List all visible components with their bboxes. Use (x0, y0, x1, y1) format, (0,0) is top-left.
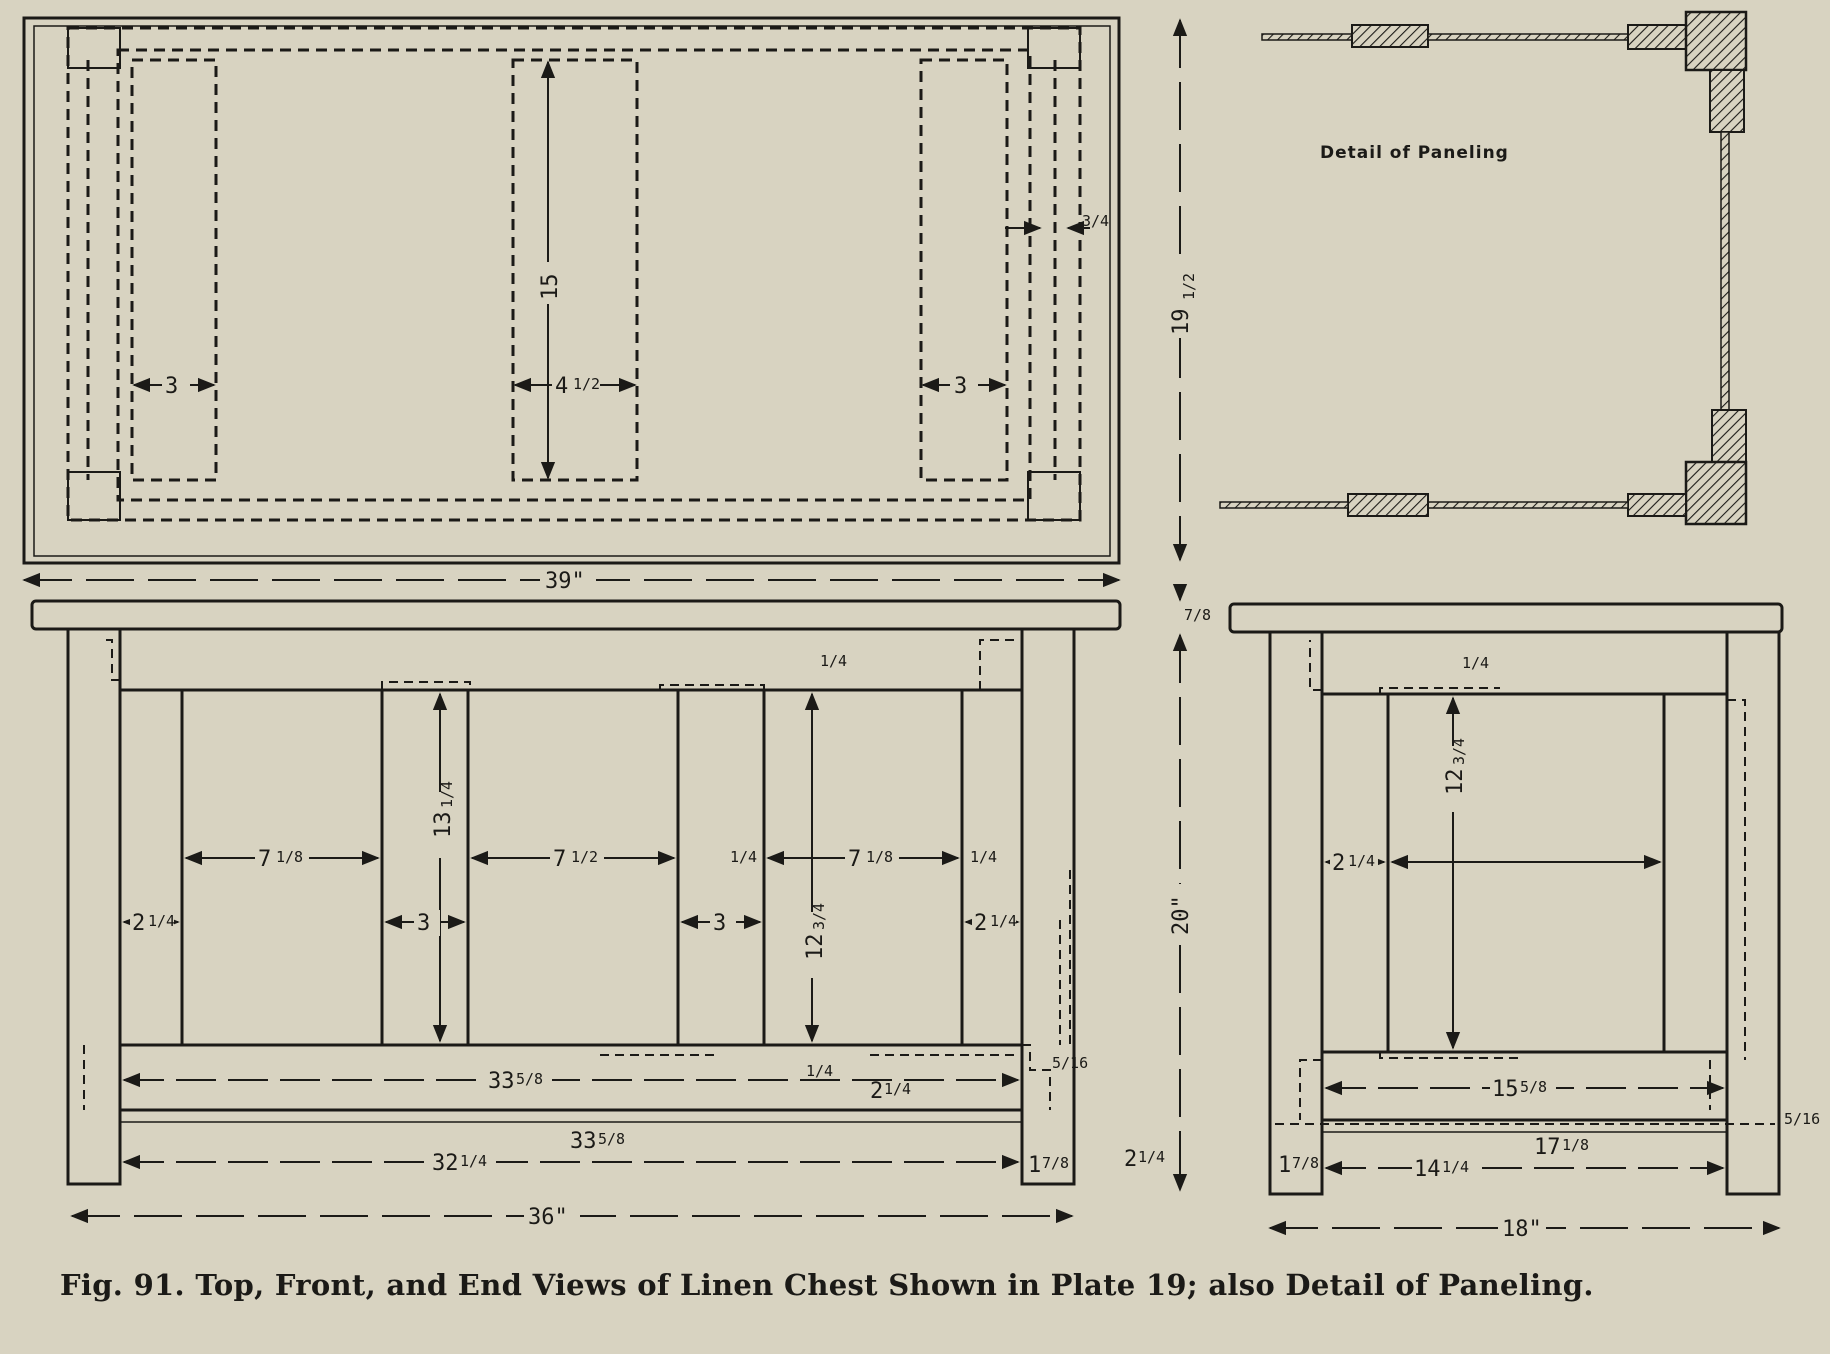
front-left-leg (66, 627, 122, 1186)
leg-spacing: 32 (432, 1151, 459, 1176)
end-rail-length-frac: 5/8 (1520, 1078, 1547, 1096)
rail-depth: 2 (870, 1079, 883, 1104)
end-top-gap: 1/4 (1462, 654, 1489, 672)
end-bottom-rail: 17 (1534, 1135, 1561, 1160)
front-view-labels: 7 1/8 7 1/2 7 1/8 3 3 2 1/4 2 1/4 1/4 1/… (130, 606, 1211, 1230)
front-right-leg (1020, 627, 1076, 1186)
rail-length: 33 (488, 1069, 515, 1094)
end-leg-reveal: 2 (1332, 851, 1345, 876)
leg-reveal-left-frac: 1/4 (148, 912, 175, 930)
top-view-outline (22, 16, 1121, 565)
end-panel-height: 12 (1443, 769, 1468, 796)
depth-frac: 1/2 (1180, 273, 1198, 300)
end-hidden-lines (1275, 640, 1775, 1125)
end-bottom-thickness: 5/16 (1784, 1110, 1820, 1128)
end-view-labels: 1/4 12 3/4 2 1/4 15 5/8 17 1/8 14 1/4 1 … (1278, 654, 1820, 1242)
end-leg-reveal-frac: 1/4 (1348, 852, 1375, 870)
center-stile-frac: 1/2 (573, 375, 600, 393)
inner-panel-height: 12 (803, 934, 828, 961)
inner-panel-height-frac: 3/4 (810, 903, 828, 930)
end-leg-width: 1 (1278, 1153, 1291, 1178)
leg-width: 1 (1028, 1153, 1041, 1178)
top-view-hidden-carcass (66, 26, 1082, 522)
figure-caption: Fig. 91. Top, Front, and End Views of Li… (60, 1268, 1594, 1302)
corner-joints (67, 27, 1081, 521)
top-view-inner-edge (33, 25, 1111, 557)
front-stiles (180, 690, 964, 1045)
end-bottom-rail-frac: 1/8 (1562, 1136, 1589, 1154)
front-hidden-lines (83, 639, 1071, 1110)
end-view (1228, 602, 1784, 1236)
end-leg-width-frac: 7/8 (1292, 1154, 1319, 1172)
rail-depth-frac: 1/4 (884, 1080, 911, 1098)
depth-label: 19 (1169, 309, 1194, 336)
front-view (30, 583, 1188, 1224)
end-leg-spacing-frac: 1/4 (1442, 1158, 1469, 1176)
panel-height-frac: 1/4 (438, 781, 456, 808)
leg-width-frac: 7/8 (1042, 1154, 1069, 1172)
panel-width-frac-1: 1/8 (276, 848, 303, 866)
foot-height-frac: 1/4 (1138, 1148, 1165, 1166)
end-rail-length: 15 (1492, 1077, 1519, 1102)
left-stile-label: 3 (165, 374, 178, 399)
top-rail-gap: 1/4 (820, 652, 847, 670)
bottom-gap: 1/4 (806, 1062, 833, 1080)
panel-width-3: 7 (848, 847, 861, 872)
center-stile-label: 4 (555, 374, 568, 399)
detail-label: Detail of Paneling (1320, 143, 1509, 163)
panel-width-2: 7 (553, 847, 566, 872)
paneling-detail (1219, 10, 1748, 526)
leg-reveal-left: 2 (132, 911, 145, 936)
stile-label-b: 3 (713, 911, 726, 936)
bottom-thickness: 5/16 (1052, 1054, 1088, 1072)
right-stile-label: 3 (954, 374, 967, 399)
front-lid (30, 599, 1122, 631)
top-view-labels: 3 4 1/2 3 15 3/4 39" 19 1/2 (162, 212, 1198, 594)
end-lid (1228, 602, 1784, 634)
panel-width-frac-2: 1/2 (571, 848, 598, 866)
gap-a: 1/4 (730, 848, 757, 866)
panel-height: 13 (431, 812, 456, 839)
length-label: 36" (528, 1205, 568, 1230)
width-label: 39" (545, 569, 585, 594)
panel-length-label: 15 (538, 274, 563, 301)
leg-reveal-right-frac: 1/4 (990, 912, 1017, 930)
end-leg-spacing: 14 (1414, 1157, 1441, 1182)
end-depth-label: 18" (1502, 1217, 1542, 1242)
bottom-rail-length: 33 (570, 1129, 597, 1154)
top-thickness: 7/8 (1184, 606, 1211, 624)
end-panel-height-frac: 3/4 (1450, 738, 1468, 765)
top-view (22, 16, 1188, 588)
end-dim-lines (1268, 696, 1781, 1236)
edge-overhang-label: 3/4 (1082, 212, 1109, 230)
leg-reveal-right: 2 (974, 911, 987, 936)
panel-width-frac-3: 1/8 (866, 848, 893, 866)
height-label: 20" (1169, 895, 1194, 935)
rail-length-frac: 5/8 (516, 1070, 543, 1088)
end-right-leg (1725, 630, 1781, 1196)
bottom-rail-length-frac: 5/8 (598, 1130, 625, 1148)
gap-b: 1/4 (970, 848, 997, 866)
foot-height: 2 (1124, 1147, 1137, 1172)
panel-width-1: 7 (258, 847, 271, 872)
leg-spacing-frac: 1/4 (460, 1152, 487, 1170)
end-left-leg (1268, 630, 1324, 1196)
stile-label: 3 (417, 911, 430, 936)
